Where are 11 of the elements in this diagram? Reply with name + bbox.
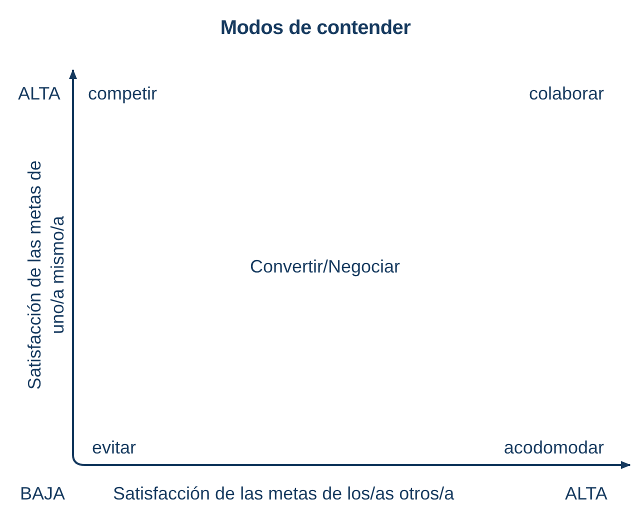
axis-label: ALTA bbox=[18, 84, 60, 104]
quadrant-label: evitar bbox=[92, 438, 136, 458]
axis-label: Satisfacción de las metas de uno/a mismo/a bbox=[24, 159, 69, 392]
quadrant-label: colaborar bbox=[528, 84, 604, 104]
axis-label: Satisfacción de las metas de los/as otros/a bbox=[113, 484, 454, 504]
quadrant-label: acodomodar bbox=[504, 438, 604, 458]
axis-label: BAJA bbox=[20, 484, 66, 504]
title: Modos de contender bbox=[219, 17, 412, 40]
quadrant-label: competir bbox=[88, 84, 158, 104]
quadrant-label: Convertir/Negociar bbox=[250, 256, 400, 278]
axis-label: ALTA bbox=[565, 484, 608, 504]
